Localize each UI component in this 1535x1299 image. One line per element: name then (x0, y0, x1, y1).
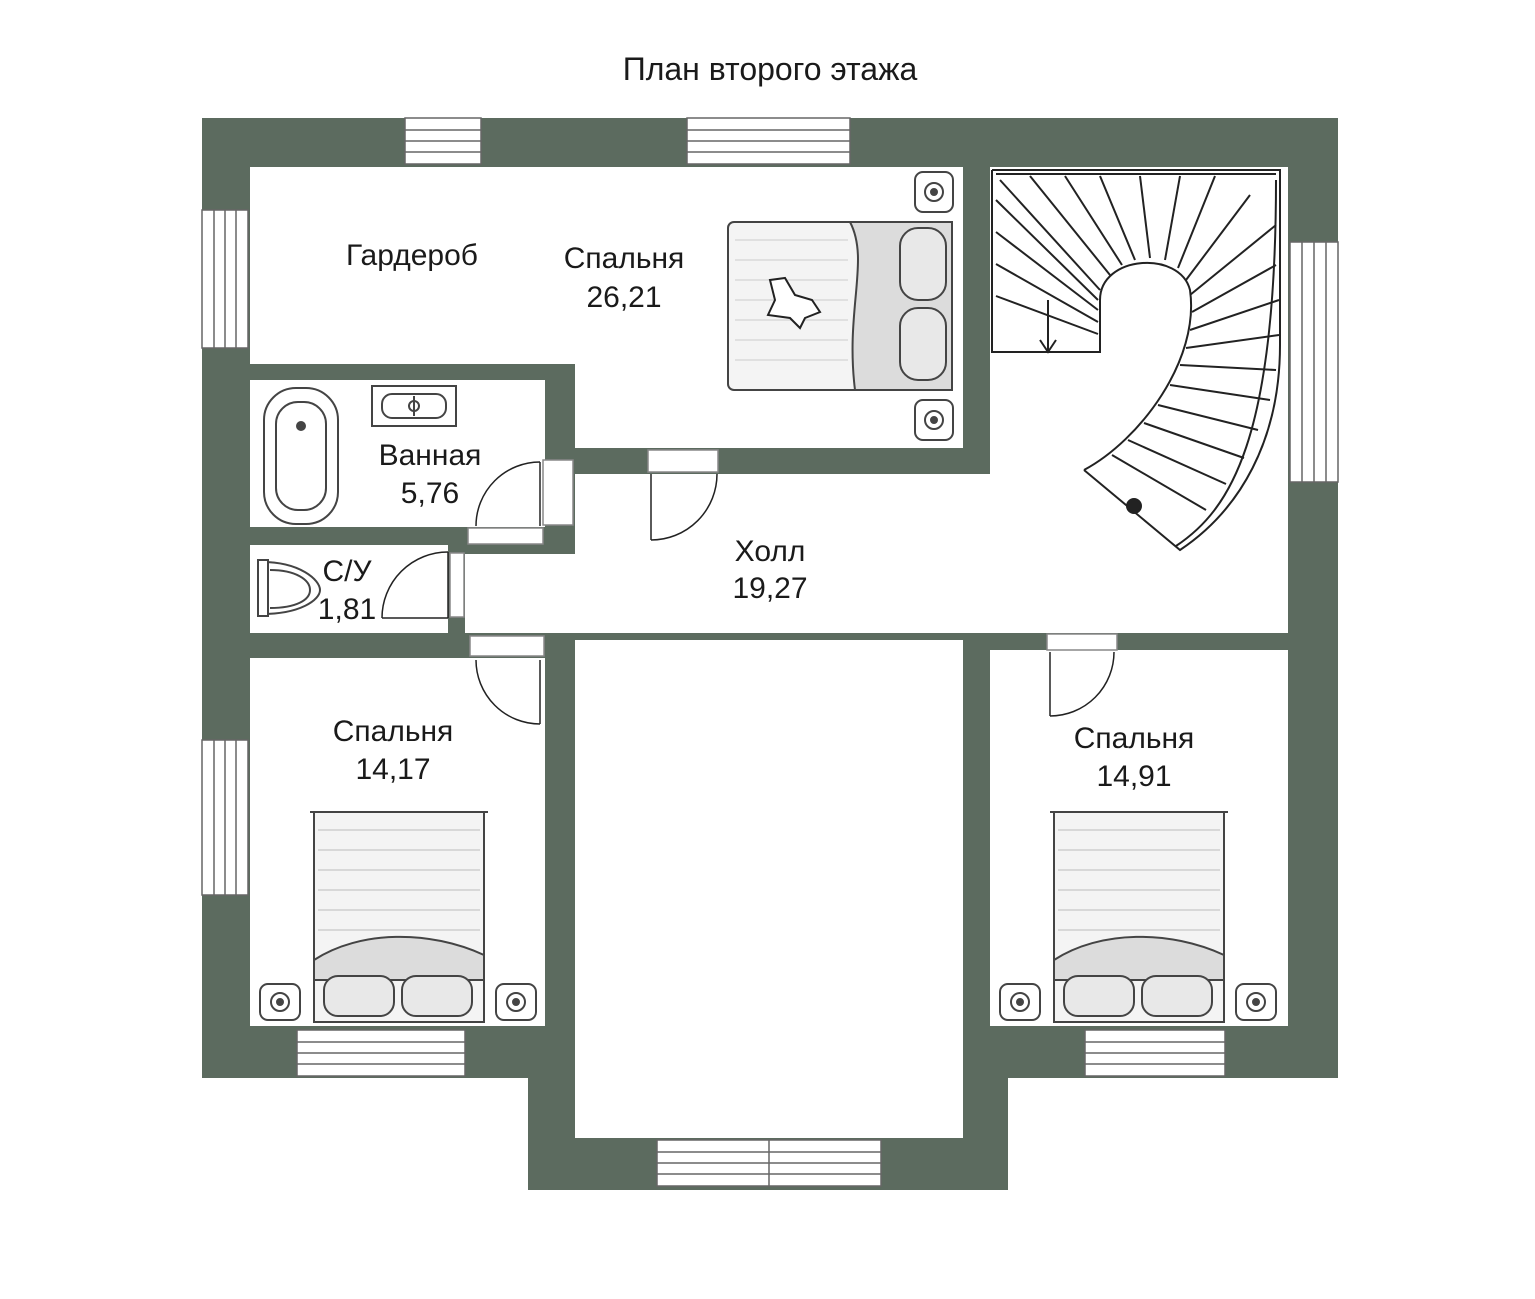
lamp-icon (999, 983, 1041, 1021)
bed-icon (1050, 811, 1228, 1023)
lamp-icon (914, 399, 954, 441)
staircase-icon (991, 169, 1281, 552)
window-icon (656, 1139, 882, 1187)
door-icon (647, 449, 719, 541)
bathroom-label: Ванная (379, 439, 482, 472)
door-icon (469, 635, 545, 725)
lamp-icon (495, 983, 537, 1021)
window-icon (201, 739, 249, 896)
room-labels: Гардероб Спальня 26,21 Ванная 5,76 С/У 1… (318, 239, 1194, 793)
lamp-icon (914, 171, 954, 213)
bed-icon (727, 221, 953, 391)
window-icon (1084, 1029, 1226, 1077)
bedroom-right-label: Спальня (1074, 722, 1195, 755)
hall-area: 19,27 (732, 572, 807, 605)
wardrobe-label: Гардероб (346, 239, 478, 272)
doors (381, 449, 1118, 725)
bathtub-icon (263, 387, 339, 525)
wc-label: С/У (322, 555, 372, 588)
window-icon (404, 117, 482, 165)
window-icon (1289, 241, 1339, 483)
window-icon (296, 1029, 466, 1077)
windows (201, 117, 1339, 1187)
bedroom-left-area: 14,17 (355, 753, 430, 786)
central-void-floor (575, 640, 963, 1138)
toilet-icon (257, 559, 322, 617)
sink-icon (371, 385, 457, 427)
plan-title: План второго этажа (623, 51, 918, 87)
lamp-icon (259, 983, 301, 1021)
bathroom-area: 5,76 (401, 477, 459, 510)
master-bedroom-label: Спальня (564, 242, 685, 275)
window-icon (686, 117, 851, 165)
door-icon (381, 551, 465, 619)
lamp-icon (1235, 983, 1277, 1021)
bedroom-left-label: Спальня (333, 715, 454, 748)
master-bedroom-area: 26,21 (586, 281, 661, 314)
door-icon (1046, 633, 1118, 717)
cat-icon (766, 276, 822, 330)
door-icon (467, 459, 574, 545)
bed-icon (310, 811, 488, 1023)
bedroom-right-area: 14,91 (1096, 760, 1171, 793)
wc-area: 1,81 (318, 593, 376, 626)
hall-label: Холл (735, 535, 806, 568)
window-icon (201, 209, 249, 349)
